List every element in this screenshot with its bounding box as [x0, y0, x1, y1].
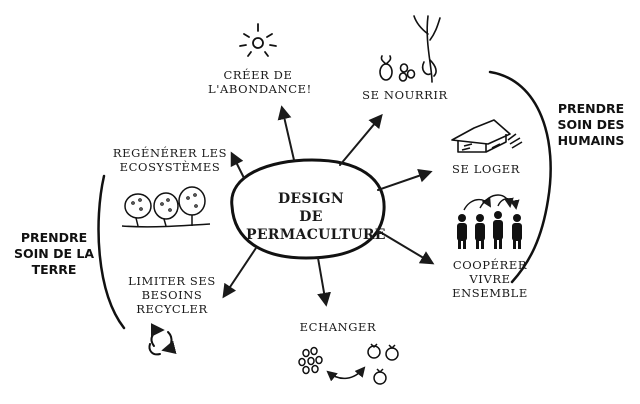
node-creer-abondance: CRÉER DE L'ABONDANCE! [208, 68, 308, 96]
sun-icon [240, 24, 276, 56]
vegetables-icon [380, 16, 440, 82]
recycle-icon [149, 330, 171, 354]
group-prendre-soin-de-la-terre: PRENDRE SOIN DE LA TERRE [4, 230, 104, 278]
group-prendre-soin-des-humains: PRENDRE SOIN DES HUMAINS [546, 101, 636, 149]
bracket-humains [490, 72, 551, 282]
arrow-regenerer [232, 154, 244, 178]
node-limiter-recycler: LIMITER SES BESOINS RECYCLER [124, 274, 220, 316]
arrow-echanger [318, 258, 326, 304]
house-icon [452, 120, 522, 152]
node-echanger: ECHANGER [298, 320, 378, 334]
arrow-loger [378, 172, 430, 190]
node-cooperer: COOPÉRER VIVRE ENSEMBLE [430, 258, 550, 300]
arrow-nourrir [340, 116, 381, 165]
node-se-loger: SE LOGER [446, 162, 526, 176]
people-icon [457, 195, 522, 249]
node-se-nourrir: SE NOURRIR [360, 88, 450, 102]
arrow-limiter [224, 248, 256, 296]
exchange-icon [299, 344, 398, 384]
center-title: DESIGN DE PERMACULTURE [246, 190, 376, 244]
trees-icon [122, 187, 210, 227]
arrow-cooperer [380, 232, 432, 263]
node-regenerer: REGÉNÉRER LES ECOSYSTÈMES [108, 146, 232, 174]
arrow-abondance [282, 108, 294, 160]
